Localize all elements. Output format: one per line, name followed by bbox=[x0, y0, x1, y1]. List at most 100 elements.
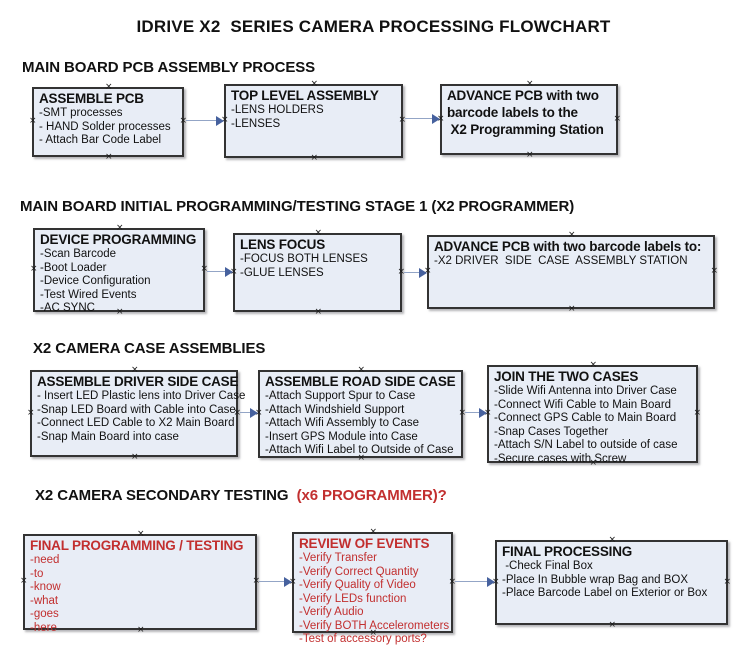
arrow-line bbox=[259, 581, 286, 582]
box-item: -Place Barcode Label on Exterior or Box bbox=[502, 587, 708, 599]
box-item: - Insert LED Plastic lens into Driver Ca… bbox=[37, 390, 246, 402]
arrow-head-icon bbox=[432, 114, 440, 124]
section-heading-secondary-testing: X2 CAMERA SECONDARY TESTING (x6 PROGRAMM… bbox=[35, 487, 447, 504]
box-item: -know bbox=[30, 581, 61, 593]
box-title: DEVICE PROGRAMMING bbox=[40, 232, 197, 247]
section-heading-case-assemblies: X2 CAMERA CASE ASSEMBLIES bbox=[33, 340, 266, 357]
connection-handle-icon: × bbox=[105, 152, 113, 162]
box-item: -Snap Main Board into case bbox=[37, 430, 179, 443]
section-heading-initial-programming: MAIN BOARD INITIAL PROGRAMMING/TESTING S… bbox=[20, 198, 575, 215]
box-title: FINAL PROGRAMMING / TESTING bbox=[30, 538, 244, 553]
box-item: -what bbox=[30, 594, 59, 607]
box-item: -LENSES bbox=[231, 117, 281, 130]
flow-arrow bbox=[239, 408, 258, 418]
arrow-line bbox=[404, 272, 421, 273]
box-title: JOIN THE TWO CASES bbox=[494, 369, 639, 384]
box-review-of-events: REVIEW OF EVENTS -Verify Transfer -Verif… bbox=[289, 528, 456, 646]
box-item: -Boot Loader bbox=[40, 261, 107, 274]
box-item: -Snap Cases Together bbox=[494, 425, 609, 438]
connection-handle-icon: × bbox=[710, 266, 718, 276]
box-top-level-assembly: TOP LEVEL ASSEMBLY -LENS HOLDERS -LENSES… bbox=[221, 80, 406, 163]
arrow-line bbox=[465, 412, 481, 413]
box-item: -need bbox=[30, 554, 60, 566]
box-title: TOP LEVEL ASSEMBLY bbox=[231, 88, 379, 103]
arrow-head-icon bbox=[284, 577, 292, 587]
box-assemble-driver-side-case: ASSEMBLE DRIVER SIDE CASE - Insert LED P… bbox=[27, 366, 246, 462]
box-item: -Verify Correct Quantity bbox=[299, 565, 419, 578]
box-title: ADVANCE PCB with two barcode labels to t… bbox=[447, 88, 604, 137]
box-item: -Connect LED Cable to X2 Main Board bbox=[37, 417, 235, 429]
box-item: -X2 DRIVER SIDE CASE ASSEMBLY STATION bbox=[434, 255, 688, 267]
flow-arrow bbox=[464, 408, 487, 418]
box-item: -Test of accessory ports? bbox=[299, 633, 427, 645]
box-item: -Verify LEDs function bbox=[299, 592, 407, 605]
box-item: -Verify Transfer bbox=[299, 552, 377, 564]
box-advance-pcb-programming-station: ADVANCE PCB with two barcode labels to t… bbox=[437, 80, 621, 160]
arrow-line bbox=[207, 271, 227, 272]
box-item: -Slide Wifi Antenna into Driver Case bbox=[494, 385, 677, 397]
flow-arrow bbox=[454, 577, 495, 587]
arrow-head-icon bbox=[487, 577, 495, 587]
arrow-head-icon bbox=[216, 116, 224, 126]
box-join-the-two-cases: JOIN THE TWO CASES -Slide Wifi Antenna i… bbox=[484, 361, 701, 468]
box-item: -Connect Wifi Cable to Main Board bbox=[494, 398, 672, 411]
arrow-head-icon bbox=[250, 408, 258, 418]
box-item: -goes bbox=[30, 608, 59, 620]
box-item: -Test Wired Events bbox=[40, 288, 137, 301]
box-item: -GLUE LENSES bbox=[240, 266, 324, 279]
flow-arrow bbox=[258, 577, 292, 587]
flow-arrow bbox=[185, 116, 224, 126]
connection-handle-icon: × bbox=[568, 304, 576, 314]
connection-handle-icon: × bbox=[131, 452, 139, 462]
box-item: -SMT processes bbox=[39, 107, 123, 119]
flow-arrow bbox=[403, 268, 427, 278]
connection-handle-icon: × bbox=[723, 576, 731, 587]
box-advance-pcb-driver-side-station: ADVANCE PCB with two barcode labels to: … bbox=[424, 231, 718, 314]
box-item: -Attach S/N Label to outside of case bbox=[494, 439, 678, 451]
box-item: -Verify Audio bbox=[299, 606, 364, 618]
box-title: ASSEMBLE DRIVER SIDE CASE bbox=[37, 374, 239, 389]
arrow-head-icon bbox=[479, 408, 487, 418]
box-item: -LENS HOLDERS bbox=[231, 104, 324, 116]
box-item: -Verify Quality of Video bbox=[299, 579, 416, 591]
box-item: -Attach Wifi Assembly to Case bbox=[265, 417, 420, 429]
arrow-line bbox=[240, 412, 252, 413]
box-item: -here bbox=[30, 621, 57, 634]
flow-arrow bbox=[206, 267, 233, 277]
connection-handle-icon: × bbox=[314, 307, 323, 317]
box-device-programming: DEVICE PROGRAMMING -Scan Barcode -Boot L… bbox=[30, 224, 208, 317]
box-title: FINAL PROCESSING bbox=[502, 544, 633, 559]
connection-handle-icon: × bbox=[608, 620, 617, 630]
connection-handle-icon: × bbox=[310, 153, 319, 163]
box-item: -Check Final Box bbox=[502, 560, 593, 572]
box-lens-focus: LENS FOCUS -FOCUS BOTH LENSES -GLUE LENS… bbox=[230, 229, 405, 317]
box-title: ASSEMBLE ROAD SIDE CASE bbox=[265, 374, 456, 389]
box-final-programming-testing: FINAL PROGRAMMING / TESTING -need -to -k… bbox=[20, 530, 260, 635]
connection-handle-icon: × bbox=[693, 408, 701, 418]
flowchart-title: IDRIVE X2 SERIES CAMERA PROCESSING FLOWC… bbox=[136, 17, 611, 36]
box-item: -Attach Wifi Label to Outside of Case bbox=[265, 444, 454, 456]
section-heading-secondary-testing-black: X2 CAMERA SECONDARY TESTING bbox=[35, 487, 289, 504]
connection-handle-icon: × bbox=[526, 150, 534, 160]
box-assemble-road-side-case: ASSEMBLE ROAD SIDE CASE -Attach Support … bbox=[255, 366, 466, 463]
connection-handle-icon: × bbox=[20, 576, 28, 586]
flow-arrow bbox=[404, 114, 440, 124]
arrow-line bbox=[455, 581, 489, 582]
box-item: -Snap LED Board with Cable into Case bbox=[37, 403, 236, 416]
connection-handle-icon: × bbox=[27, 407, 35, 418]
box-item: -Verify BOTH Accelerometers bbox=[299, 619, 450, 632]
connection-handle-icon: × bbox=[29, 116, 37, 126]
box-item: -to bbox=[30, 567, 44, 580]
box-item: - HAND Solder processes bbox=[39, 120, 171, 133]
box-item: -AC SYNC bbox=[40, 302, 95, 314]
box-item: -Attach Windshield Support bbox=[265, 403, 405, 416]
box-assemble-pcb: ASSEMBLE PCB -SMT processes - HAND Solde… bbox=[29, 83, 187, 162]
box-item: -Place In Bubble wrap Bag and BOX bbox=[502, 573, 689, 586]
box-item: -Device Configuration bbox=[40, 275, 151, 287]
box-title: ASSEMBLE PCB bbox=[39, 91, 144, 106]
box-item: -FOCUS BOTH LENSES bbox=[240, 253, 368, 265]
box-item: -Secure cases with Screw bbox=[494, 452, 627, 465]
section-heading-secondary-testing-red: (x6 PROGRAMMER)? bbox=[288, 487, 447, 504]
box-item: -Scan Barcode bbox=[40, 248, 117, 260]
